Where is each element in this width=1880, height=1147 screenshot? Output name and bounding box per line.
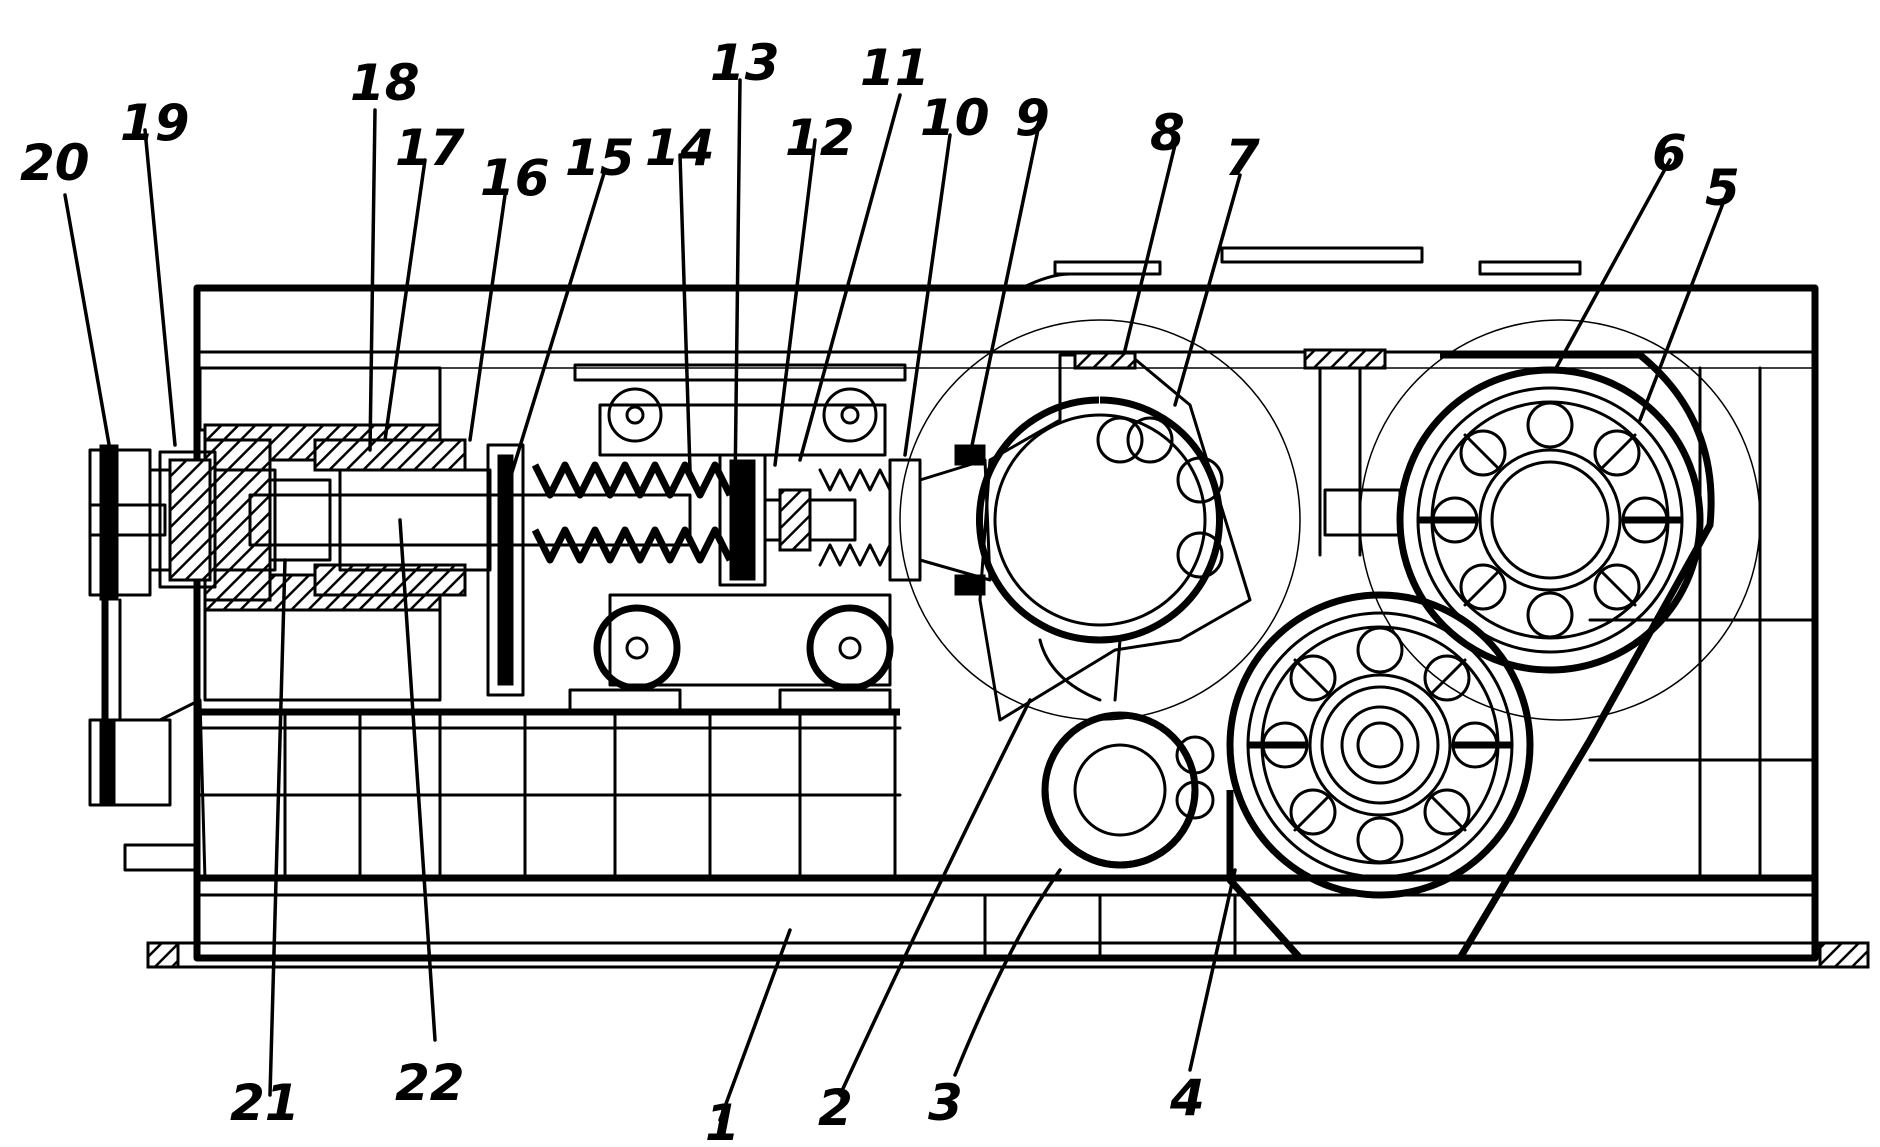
- label-4: 4: [1169, 1069, 1205, 1127]
- label-6: 6: [1652, 124, 1687, 182]
- label-12: 12: [785, 109, 855, 167]
- label-2: 2: [818, 1079, 853, 1137]
- label-7: 7: [1225, 129, 1260, 187]
- label-22: 22: [395, 1054, 465, 1112]
- label-11: 11: [860, 39, 930, 97]
- label-3: 3: [928, 1074, 963, 1132]
- label-17: 17: [395, 119, 465, 177]
- label-10: 10: [920, 89, 990, 147]
- label-8: 8: [1150, 104, 1185, 162]
- label-1: 1: [705, 1094, 740, 1147]
- label-15: 15: [565, 129, 635, 187]
- adjustment-assembly: [90, 365, 990, 880]
- roller-assembly: [900, 320, 1760, 958]
- label-18: 18: [350, 54, 420, 112]
- label-19: 19: [120, 94, 190, 152]
- label-21: 21: [230, 1074, 300, 1132]
- label-20: 20: [20, 134, 90, 192]
- label-16: 16: [480, 149, 550, 207]
- label-5: 5: [1705, 159, 1740, 217]
- label-14: 14: [645, 119, 715, 177]
- label-13: 13: [710, 34, 780, 92]
- label-9: 9: [1015, 89, 1050, 147]
